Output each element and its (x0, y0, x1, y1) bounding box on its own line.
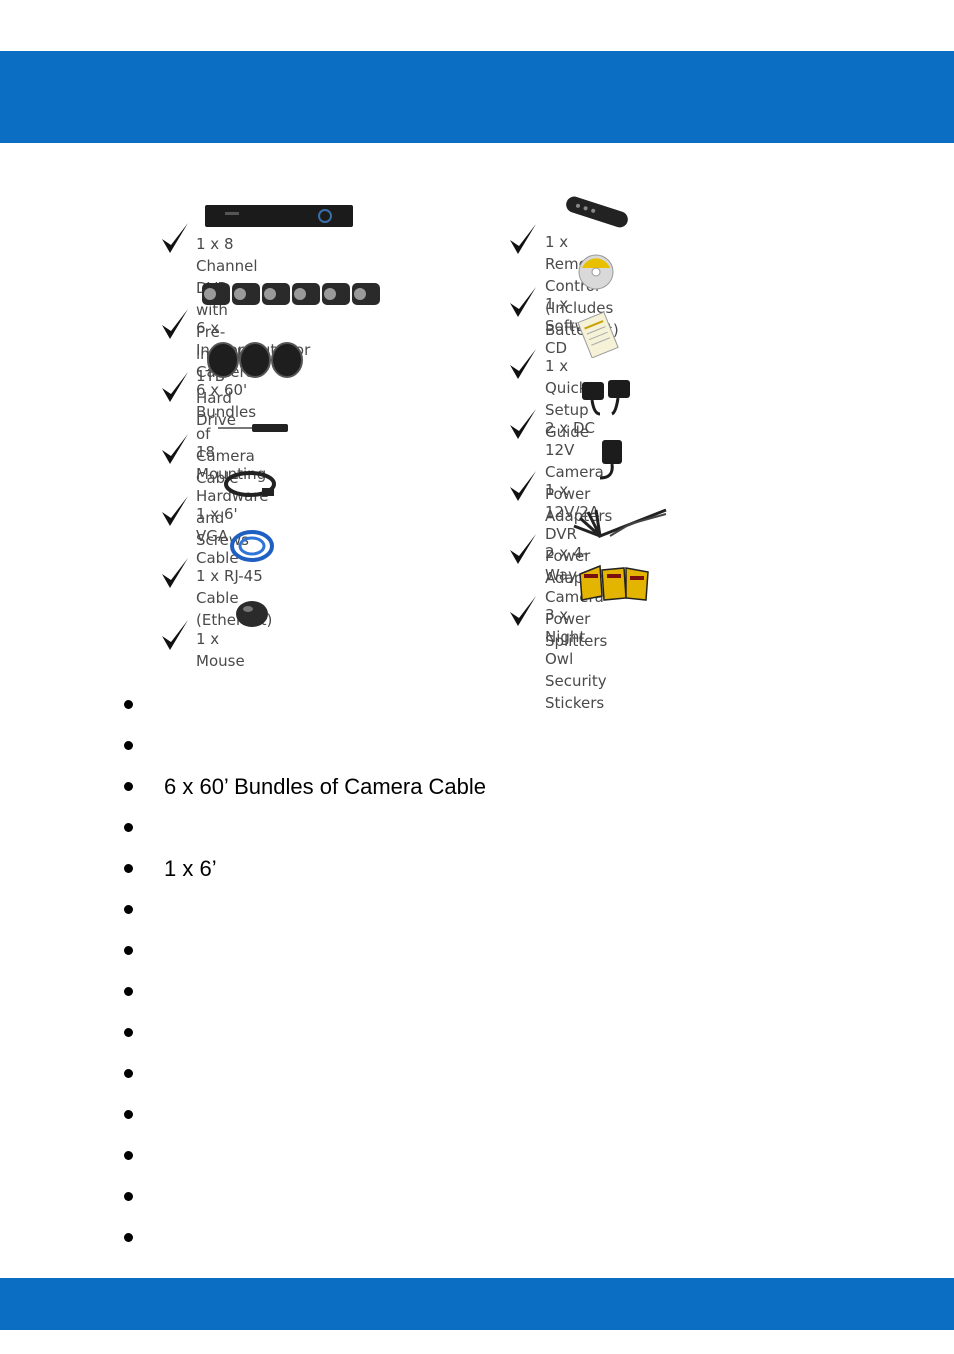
bullet-list: 6 x 60’ Bundles of Camera Cable 1 x 6’ (120, 684, 820, 1258)
item-label: 3 x Night Owl Security Stickers (545, 606, 607, 712)
bullet-item (120, 1053, 820, 1094)
checkmark-icon (510, 409, 536, 439)
bullet-dot-icon (124, 1028, 133, 1037)
item-label: 1 x Mouse (196, 630, 245, 670)
bullet-dot-icon (124, 946, 133, 955)
bullet-item (120, 1217, 820, 1258)
bullet-item (120, 725, 820, 766)
sticker-icon (579, 564, 649, 601)
mouse-icon (236, 601, 268, 627)
camera-icon (202, 283, 380, 305)
checkmark-icon (510, 349, 536, 379)
checkmark-icon (162, 434, 188, 464)
bullet-dot-icon (124, 823, 133, 832)
cable-bundle-icon (207, 342, 303, 378)
guide-icon (577, 312, 619, 358)
power-adapter-icon (582, 380, 630, 416)
bullet-dot-icon (124, 1110, 133, 1119)
bullet-dot-icon (124, 864, 133, 873)
bullet-item (120, 930, 820, 971)
splitter-icon (573, 508, 667, 539)
bullet-item (120, 807, 820, 848)
vga-cable-icon (224, 471, 276, 497)
bullet-dot-icon (124, 741, 133, 750)
item-label: 1 x Quick Setup Guide (545, 357, 590, 441)
bullet-dot-icon (124, 905, 133, 914)
footer-band (0, 1278, 954, 1330)
item-label: 2 x DC 12V Camera Power Adapters (545, 419, 613, 525)
bullet-item: 1 x 6’ (120, 848, 820, 889)
bullet-item (120, 1176, 820, 1217)
bullet-dot-icon (124, 987, 133, 996)
bullet-item (120, 684, 820, 725)
bullet-dot-icon (124, 700, 133, 709)
checkmark-icon (510, 534, 536, 564)
ethernet-cable-icon (230, 530, 274, 562)
bullet-item (120, 889, 820, 930)
bullet-dot-icon (124, 782, 133, 791)
dvr-adapter-icon (599, 440, 622, 480)
checkmark-icon (162, 558, 188, 588)
checkmark-icon (510, 596, 536, 626)
bullet-dot-icon (124, 1069, 133, 1078)
dvr-icon (205, 205, 353, 227)
bullet-item: 6 x 60’ Bundles of Camera Cable (120, 766, 820, 807)
screw-icon (218, 424, 288, 432)
bullet-dot-icon (124, 1192, 133, 1201)
checkmark-icon (510, 471, 536, 501)
remote-icon (566, 196, 628, 228)
cd-icon (578, 254, 614, 290)
bullet-item (120, 1012, 820, 1053)
bullet-dot-icon (124, 1151, 133, 1160)
item-label: 1 x 6' VGA Cable (196, 505, 239, 567)
checkmark-icon (510, 287, 536, 317)
bullet-dot-icon (124, 1233, 133, 1242)
bullet-item (120, 1094, 820, 1135)
checkmark-icon (162, 620, 188, 650)
bullet-text: 6 x 60’ Bundles of Camera Cable (164, 774, 487, 799)
bullet-item (120, 1135, 820, 1176)
checkmark-icon (162, 496, 188, 526)
bullet-item (120, 971, 820, 1012)
checkmark-icon (162, 309, 188, 339)
header-band (0, 51, 954, 143)
checkmark-icon (162, 372, 188, 402)
item-label: 1 x 12V/2A DVR Power Adapter (545, 481, 605, 587)
checkmark-icon (510, 224, 536, 254)
checkmark-icon (162, 223, 188, 253)
bullet-text: 1 x 6’ (164, 856, 217, 881)
